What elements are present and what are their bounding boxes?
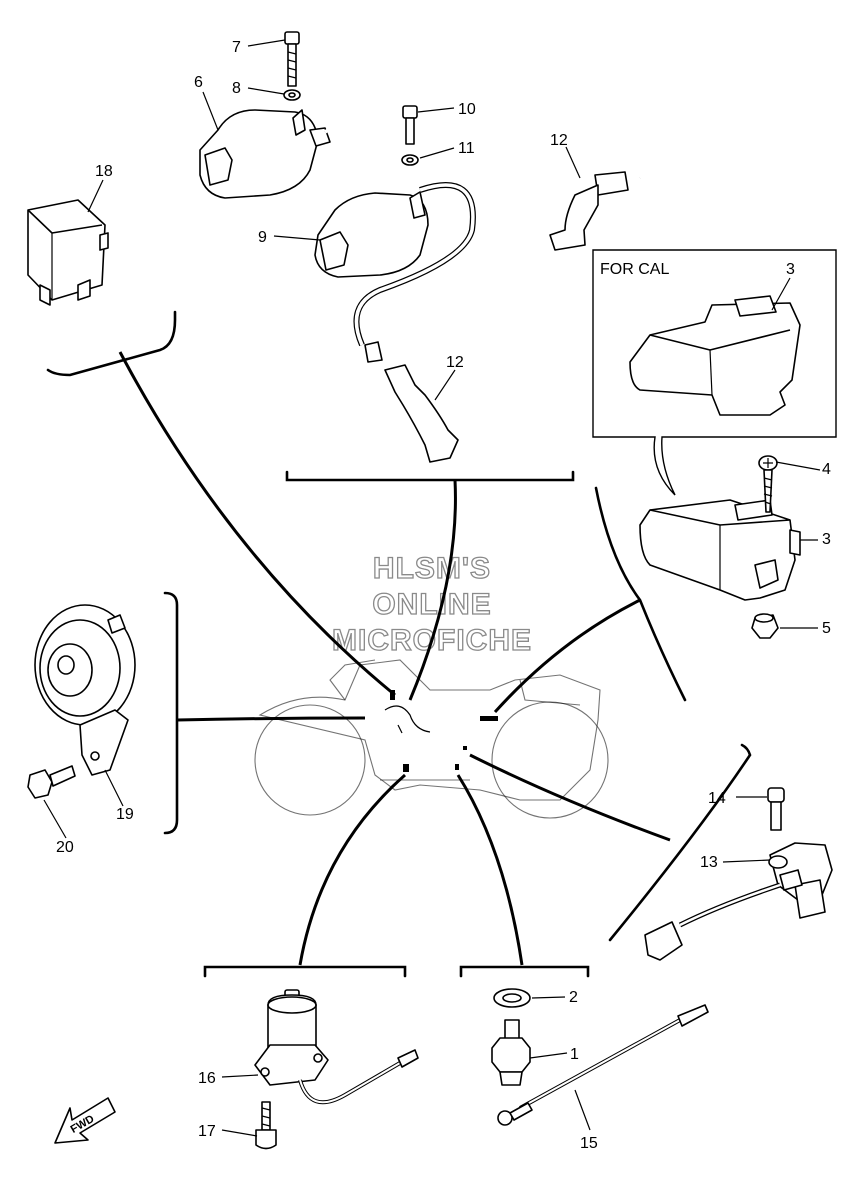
callout-5: 5	[822, 620, 831, 637]
wire-15	[497, 1004, 709, 1126]
callout-14: 14	[708, 790, 726, 807]
bolt-14	[767, 787, 785, 831]
watermark: HLSM'S ONLINE MICROFICHE	[331, 551, 531, 657]
callout-8: 8	[232, 80, 241, 97]
callout-15: 15	[580, 1135, 598, 1152]
callout-18: 18	[95, 163, 113, 180]
callout-12-lower: 12	[446, 354, 464, 371]
switch-16	[254, 989, 419, 1105]
washer-8	[283, 89, 301, 101]
plug-cap-12-upper	[549, 171, 629, 251]
bolt-20	[27, 765, 76, 799]
callout-19: 19	[116, 806, 134, 823]
ignition-coil-9	[314, 191, 429, 278]
screw-17	[255, 1101, 277, 1150]
nut-5	[751, 613, 779, 639]
callout-2: 2	[569, 989, 578, 1006]
callout-11: 11	[458, 140, 475, 157]
watermark-line-1: HLSM'S	[373, 552, 491, 585]
callout-numbers: 7 8 6 10 11 12 18 9 12 3 4 3 5 19 20 14 …	[56, 39, 831, 1152]
callout-6: 6	[194, 74, 203, 91]
callout-12-upper: 12	[550, 132, 568, 149]
plug-cap-12-lower	[364, 341, 459, 463]
washer-2	[493, 988, 531, 1008]
for-cal-caption: FOR CAL	[600, 261, 669, 278]
bolt-7	[284, 31, 300, 87]
relay-18	[27, 199, 109, 306]
callout-9: 9	[258, 229, 267, 246]
callout-3-box: 3	[786, 261, 795, 278]
horn-19	[34, 604, 136, 776]
callout-leaders	[43, 39, 821, 1137]
callout-1: 1	[570, 1046, 579, 1063]
callout-16: 16	[198, 1070, 216, 1087]
ignition-coil-6	[199, 109, 331, 199]
cdi-unit-3	[639, 499, 801, 601]
callout-13: 13	[700, 854, 718, 871]
fwd-arrow: FWD	[54, 1097, 116, 1144]
callout-20: 20	[56, 839, 74, 856]
sensor-13	[644, 842, 833, 961]
washer-11	[401, 154, 419, 166]
callout-10: 10	[458, 101, 476, 118]
for-cal-box: FOR CAL	[592, 249, 837, 496]
leader-lines	[118, 351, 671, 966]
callout-3: 3	[822, 531, 831, 548]
motorcycle-outline	[254, 659, 609, 819]
screw-4	[758, 455, 778, 513]
callout-17: 17	[198, 1123, 216, 1140]
bolt-10	[402, 105, 418, 145]
watermark-line-2: ONLINE	[372, 588, 491, 621]
callout-4: 4	[822, 461, 831, 478]
callout-7: 7	[232, 39, 241, 56]
switch-1	[491, 1019, 531, 1086]
